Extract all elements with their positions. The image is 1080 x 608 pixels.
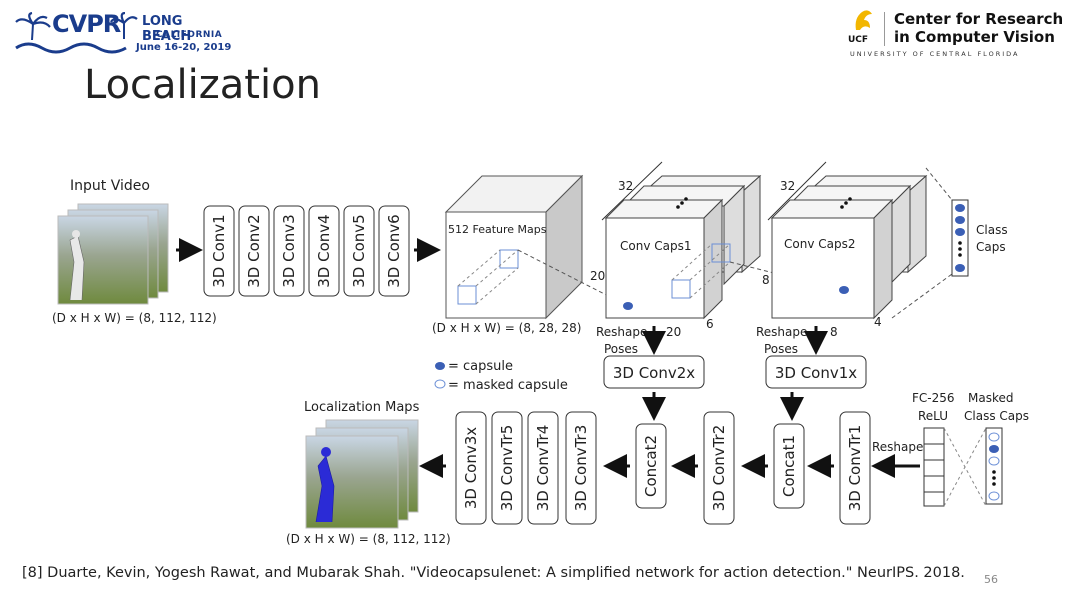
decoder-layer-8-label: 3D ConvTr1 — [846, 425, 864, 512]
pegasus-icon — [855, 10, 872, 30]
legend-masked: = masked capsule — [448, 378, 568, 393]
class-caps-label-1: Class — [976, 223, 1008, 237]
conv-caps1-label: Conv Caps1 — [620, 239, 691, 253]
conv-layer-2-label: 3D Conv2 — [245, 214, 263, 287]
input-video-frames — [57, 203, 169, 305]
decoder-layer-2: 3D ConvTr5 — [491, 411, 523, 525]
cvpr-logo: CVPR LONG BEACH CALIFORNIA June 16-20, 2… — [14, 8, 234, 58]
fc-connections — [943, 427, 987, 507]
conv-layer-3: 3D Conv3 — [273, 205, 305, 297]
conv-caps2-depth: 32 — [780, 179, 795, 193]
cvpr-wordmark: CVPR — [52, 10, 121, 38]
decoder-layer-7: Concat1 — [773, 423, 805, 509]
palm-tree-icon — [15, 12, 51, 41]
wave-icon — [15, 42, 127, 54]
conv-caps1-stack — [601, 161, 762, 320]
reshape-poses-1-line2: Poses — [604, 342, 638, 356]
localization-maps-frames — [305, 419, 419, 529]
reshape-label: Reshape — [872, 440, 923, 454]
masked-caps-label-1: Masked — [968, 391, 1013, 405]
capsule-legend-icon — [435, 362, 445, 370]
conv-caps2-stack — [767, 161, 928, 320]
masked-caps-label-2: Class Caps — [964, 409, 1029, 423]
ucf-university: UNIVERSITY OF CENTRAL FLORIDA — [850, 50, 1020, 58]
conv-caps1-width: 20 — [666, 325, 681, 339]
conv-layer-2: 3D Conv2 — [238, 205, 270, 297]
ucf-title-line1: Center for Research — [894, 10, 1064, 28]
localization-label: Localization Maps — [304, 400, 420, 415]
decoder-layer-4-label: 3D ConvTr3 — [572, 425, 590, 512]
conv-caps1-side: 6 — [706, 317, 714, 331]
projection-line — [891, 167, 953, 319]
ucf-title-line2: in Computer Vision — [894, 28, 1055, 46]
conv-layer-5-label: 3D Conv5 — [350, 214, 368, 287]
conv-caps2-label: Conv Caps2 — [784, 237, 855, 251]
input-dims: (D x H x W) = (8, 112, 112) — [52, 311, 217, 325]
decoder-layer-3-label: 3D ConvTr4 — [534, 425, 552, 512]
conv1x-label: 3D Conv1x — [775, 364, 857, 382]
conv-caps2-height: 8 — [762, 273, 770, 287]
conv-layer-4: 3D Conv4 — [308, 205, 340, 297]
decoder-layer-1: 3D Conv3x — [455, 411, 487, 525]
reshape-poses-2-line1: Reshape — [756, 325, 807, 339]
conv-layer-5: 3D Conv5 — [343, 205, 375, 297]
cvpr-state: CALIFORNIA — [156, 30, 223, 40]
page-number: 56 — [984, 573, 998, 586]
class-caps-vector — [951, 199, 969, 277]
ucf-abbrev: UCF — [848, 35, 869, 45]
masked-capsule-legend-icon — [434, 379, 446, 389]
class-caps-label-2: Caps — [976, 240, 1006, 254]
decoder-layer-8: 3D ConvTr1 — [839, 411, 871, 525]
decoder-layer-3: 3D ConvTr4 — [527, 411, 559, 525]
legend-capsule: = capsule — [448, 359, 513, 374]
decoder-layer-1-label: 3D Conv3x — [462, 427, 480, 509]
conv-caps2-width: 8 — [830, 325, 838, 339]
conv-layer-1: 3D Conv1 — [203, 205, 235, 297]
conv-caps1-height: 20 — [590, 269, 605, 283]
cvpr-city: LONG BEACH — [142, 14, 192, 44]
decoder-layer-6-label: 3D ConvTr2 — [710, 425, 728, 512]
conv2x-label: 3D Conv2x — [613, 364, 695, 382]
conv-layer-6: 3D Conv6 — [378, 205, 410, 297]
conv-caps1-depth: 32 — [618, 179, 633, 193]
decoder-stack: 3D Conv3x 3D ConvTr5 3D ConvTr4 3D ConvTr3 C… — [455, 411, 871, 525]
logo-divider — [884, 12, 885, 46]
ucf-logo: UCF Center for Research in Computer Visi… — [846, 8, 1076, 60]
conv1x-box — [765, 355, 867, 389]
conv2x-box — [603, 355, 705, 389]
decoder-layer-2-label: 3D ConvTr5 — [498, 425, 516, 512]
cvpr-dates: June 16-20, 2019 — [136, 42, 232, 53]
feature-dims: (D x H x W) = (8, 28, 28) — [432, 321, 581, 335]
decoder-layer-6: 3D ConvTr2 — [703, 411, 735, 525]
input-video-label: Input Video — [70, 178, 150, 194]
palm-tree-icon — [110, 12, 138, 39]
feature-maps-label: 512 Feature Maps — [448, 223, 547, 236]
decoder-layer-7-label: Concat1 — [780, 435, 798, 497]
slide-title: Localization — [84, 62, 321, 108]
reshape-poses-2-line2: Poses — [764, 342, 798, 356]
decoder-layer-5-label: Concat2 — [642, 435, 660, 497]
feature-maps-cube — [444, 174, 584, 320]
conv-layer-6-label: 3D Conv6 — [385, 214, 403, 287]
encoder-conv-stack: 3D Conv1 3D Conv2 3D Conv3 3D Conv4 3D Conv5… — [203, 205, 410, 297]
fc-label-2: ReLU — [918, 409, 948, 423]
conv-layer-4-label: 3D Conv4 — [315, 214, 333, 287]
reference-citation: [8] Duarte, Kevin, Yogesh Rawat, and Mub… — [22, 565, 965, 581]
conv-layer-3-label: 3D Conv3 — [280, 214, 298, 287]
reshape-poses-1-line1: Reshape — [596, 325, 647, 339]
output-dims: (D x H x W) = (8, 112, 112) — [286, 532, 451, 546]
masked-class-caps-vector — [985, 427, 1003, 505]
fc-label-1: FC-256 — [912, 391, 955, 405]
decoder-layer-4: 3D ConvTr3 — [565, 411, 597, 525]
decoder-layer-5: Concat2 — [635, 423, 667, 509]
fc-layer — [923, 427, 945, 507]
conv-layer-1-label: 3D Conv1 — [210, 214, 228, 287]
conv-caps2-side: 4 — [874, 315, 882, 329]
